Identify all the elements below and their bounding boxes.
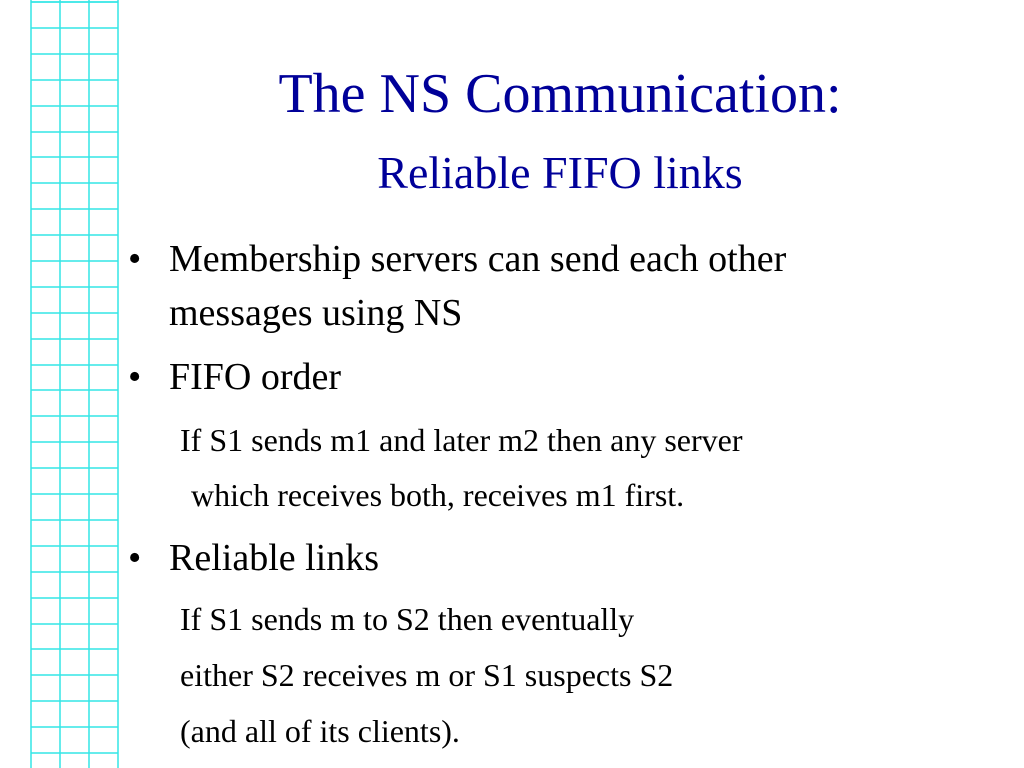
bullet-3-detail-2: either S2 receives m or S1 suspects S2: [180, 657, 674, 693]
bullet-1-line-2: messages using NS: [169, 292, 463, 334]
bullet-2-line-1: FIFO order: [169, 356, 342, 398]
bullet-2-detail-1: If S1 sends m1 and later m2 then any ser…: [180, 422, 743, 458]
bullet-3-line-1: Reliable links: [169, 537, 380, 579]
bullet-1-line-1: Membership servers can send each other: [169, 238, 787, 280]
bullet-2-detail-2: which receives both, receives m1 first.: [183, 477, 685, 513]
bullet-marker: •: [128, 238, 142, 280]
bullet-marker: •: [128, 537, 142, 579]
grid-decoration: [30, 0, 119, 768]
slide-subtitle: Reliable FIFO links: [377, 147, 743, 198]
slide-title: The NS Communication:: [278, 63, 842, 125]
bullet-3-detail-3: (and all of its clients).: [180, 713, 460, 749]
bullet-marker: •: [128, 356, 142, 398]
bullet-3-detail-1: If S1 sends m to S2 then eventually: [180, 601, 635, 637]
